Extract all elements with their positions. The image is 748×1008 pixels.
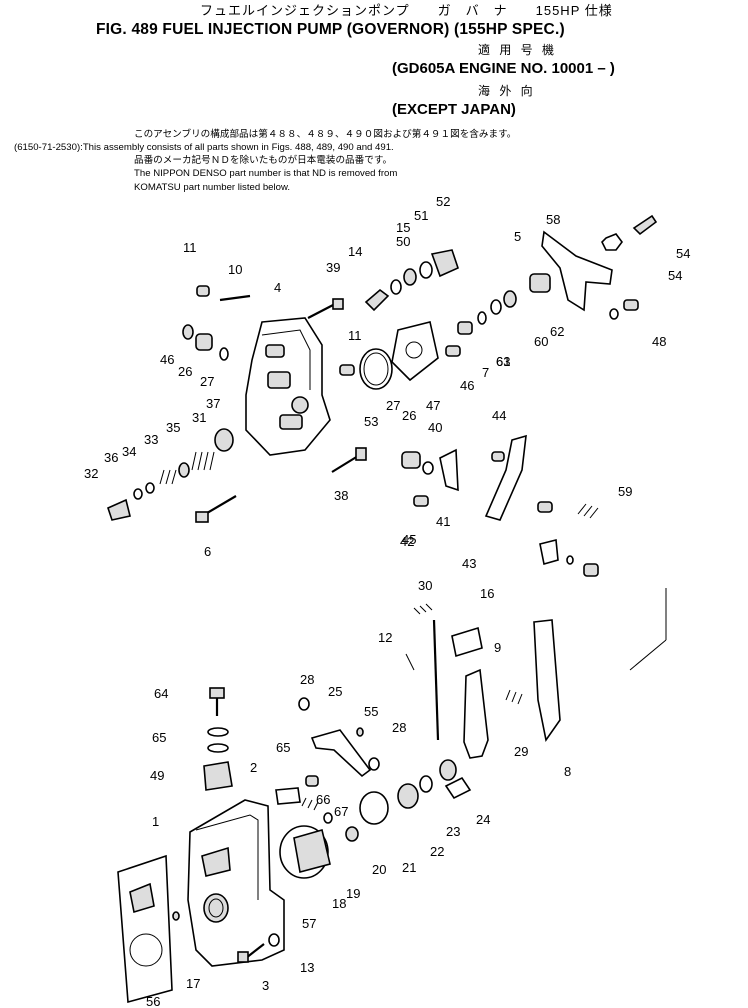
callout-58: 58 [546,212,560,227]
callout-56: 56 [146,994,160,1008]
japanese-title: フュエルインジェクションポンプ ガ バ ナ 155HP 仕様 [200,3,613,18]
control-lever [463,668,489,759]
callout-12: 12 [378,630,392,645]
stop-lever [533,619,561,742]
callout-28: 28 [392,720,406,735]
callout-60: 60 [534,334,548,349]
callout-65: 65 [276,740,290,755]
callout-70: 70 [0,0,14,3]
callout-23: 23 [446,824,460,839]
callout-2: 2 [250,760,257,775]
callout-43: 43 [462,556,476,571]
callout-54: 54 [668,268,682,283]
callout-54: 54 [676,246,690,261]
callout-18: 18 [332,896,346,911]
callout-53: 53 [364,414,378,429]
callout-6: 6 [204,544,211,559]
destination-label-jp: 海 外 向 [478,84,536,98]
callout-66: 66 [316,792,330,807]
callout-14: 14 [348,244,362,259]
callout-33: 33 [144,432,158,447]
callout-63: 63 [496,354,510,369]
callout-31: 31 [192,410,206,425]
destination-label: (EXCEPT JAPAN) [392,101,516,118]
callout-25: 25 [328,684,342,699]
callout-26: 26 [178,364,192,379]
callout-36: 36 [104,450,118,465]
callout-49: 49 [150,768,164,783]
denso-note-en-1: The NIPPON DENSO part number is that ND … [134,168,398,179]
callout-1: 1 [152,814,159,829]
callout-9: 9 [494,640,501,655]
callout-55: 55 [364,704,378,719]
callout-11: 11 [183,240,197,255]
applicability-label-jp: 適 用 号 機 [478,43,558,57]
callout-17: 17 [186,976,200,991]
callout-48: 48 [652,334,666,349]
assembly-part-ref: (6150-71-2530): [14,142,83,153]
callout-39: 39 [326,260,340,275]
callout-68: 68 [0,0,14,3]
callout-71: 71 [0,0,14,3]
denso-note-jp: 品番のメーカ記号ＮＤを除いたものが日本電装の品番です。 [134,155,393,166]
callout-40: 40 [428,420,442,435]
callout-7: 7 [482,365,489,380]
callout-50: 50 [396,234,410,249]
callout-32: 32 [84,466,98,481]
part-drawings [107,214,667,1004]
callout-45: 45 [402,532,416,547]
callout-21: 21 [402,860,416,875]
callout-61: 61 [496,354,510,369]
callout-46: 46 [160,352,174,367]
callout-13: 13 [300,960,314,975]
callout-64: 64 [154,686,168,701]
callout-26: 26 [402,408,416,423]
callout-38: 38 [334,488,348,503]
assembly-note-jp: このアセンブリの構成部品は第４８８、４８９、４９０図および第４９１図を含みます。 [134,129,517,140]
callout-37: 37 [206,396,220,411]
callout-59: 59 [618,484,632,499]
engine-applicability: (GD605A ENGINE NO. 10001 – ) [392,60,615,77]
callout-20: 20 [372,862,386,877]
callout-62: 62 [550,324,564,339]
callout-57: 57 [302,916,316,931]
callout-16: 16 [480,586,494,601]
callout-8: 8 [564,764,571,779]
callout-10: 10 [228,262,242,277]
callout-47: 47 [426,398,440,413]
callout-11: 11 [348,328,362,343]
denso-note-en-2: KOMATSU part number listed below. [134,182,291,193]
callout-27: 27 [386,398,400,413]
callout-15: 15 [396,220,410,235]
callout-35: 35 [166,420,180,435]
callout-19: 19 [346,886,360,901]
callout-29: 29 [514,744,528,759]
callout-46: 46 [460,378,474,393]
pump-housing [187,799,285,967]
callout-44: 44 [492,408,506,423]
figure-title: FIG. 489 FUEL INJECTION PUMP (GOVERNOR) … [96,21,565,38]
callout-51: 51 [414,208,428,223]
callout-52: 52 [436,194,450,209]
callout-69: 69 [0,0,14,3]
callout-3: 3 [262,978,269,993]
assembly-note-text: This assembly consists of all parts show… [82,142,394,153]
callout-67: 67 [334,804,348,819]
callout-41: 41 [436,514,450,529]
callout-34: 34 [122,444,136,459]
assembly-note-en: (6150-71-2530):This assembly consists of… [14,143,394,153]
callout-28: 28 [300,672,314,687]
callout-24: 24 [476,812,490,827]
callout-22: 22 [430,844,444,859]
callout-4: 4 [274,280,281,295]
callout-5: 5 [514,229,521,244]
callout-30: 30 [418,578,432,593]
callout-27: 27 [200,374,214,389]
callout-42: 42 [400,534,414,549]
callout-65: 65 [152,730,166,745]
